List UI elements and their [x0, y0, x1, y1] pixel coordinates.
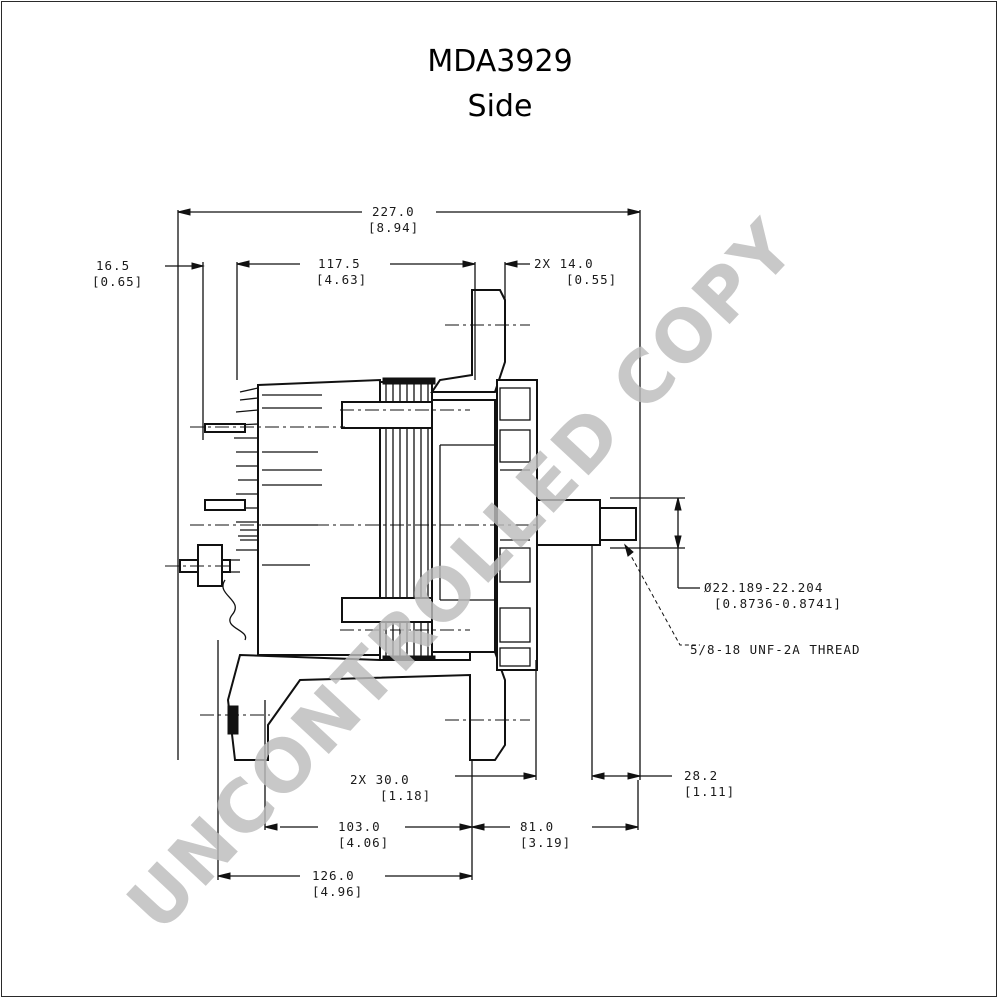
mount-to-mount-in: [4.06]: [338, 835, 389, 850]
shaft-diameter-in: [0.8736-0.8741]: [714, 596, 842, 611]
mount-to-mount-mm: 103.0: [338, 819, 381, 834]
flange-thickness-mm: 2X 14.0: [534, 256, 594, 271]
terminal-offset-in: [0.65]: [92, 274, 143, 289]
rear-to-mount-mm: 126.0: [312, 868, 355, 883]
body-to-flange-in: [4.63]: [316, 272, 367, 287]
dimension-lines: [165, 208, 700, 880]
mount-to-front-in: [3.19]: [520, 835, 571, 850]
part-number-title: MDA3929: [427, 44, 573, 79]
shaft-thread-end: [599, 507, 637, 541]
shaft-extension-mm: 28.2: [684, 768, 718, 783]
overall-length-mm: 227.0: [372, 204, 415, 219]
flange-thickness-in: [0.55]: [566, 272, 617, 287]
through-bolt-lower: [341, 597, 433, 623]
overall-length-in: [8.94]: [368, 220, 419, 235]
thread-spec: 5/8-18 UNF-2A THREAD: [690, 642, 861, 657]
through-bolt-upper: [341, 401, 433, 429]
shaft-extension-in: [1.11]: [684, 784, 735, 799]
foot-width-in: [1.18]: [380, 788, 431, 803]
upper-mounting-ear: [430, 289, 506, 393]
mounting-bushing: [227, 705, 239, 735]
rear-to-mount-in: [4.96]: [312, 884, 363, 899]
body-to-flange-mm: 117.5: [318, 256, 361, 271]
foot-width-mm: 2X 30.0: [350, 772, 410, 787]
view-label: Side: [467, 89, 533, 124]
shaft: [536, 499, 601, 546]
rear-cooling-fins: [234, 387, 322, 566]
terminal-offset-mm: 16.5: [96, 258, 130, 273]
shaft-diameter-mm: Ø22.189-22.204: [704, 580, 823, 595]
alternator-body: [165, 289, 637, 761]
dimension-labels: 227.0 [8.94] 16.5 [0.65] 117.5 [4.63] 2X…: [92, 204, 861, 899]
lower-mounting-foot: [226, 651, 506, 761]
mount-to-front-mm: 81.0: [520, 819, 554, 834]
terminals: [179, 423, 258, 641]
